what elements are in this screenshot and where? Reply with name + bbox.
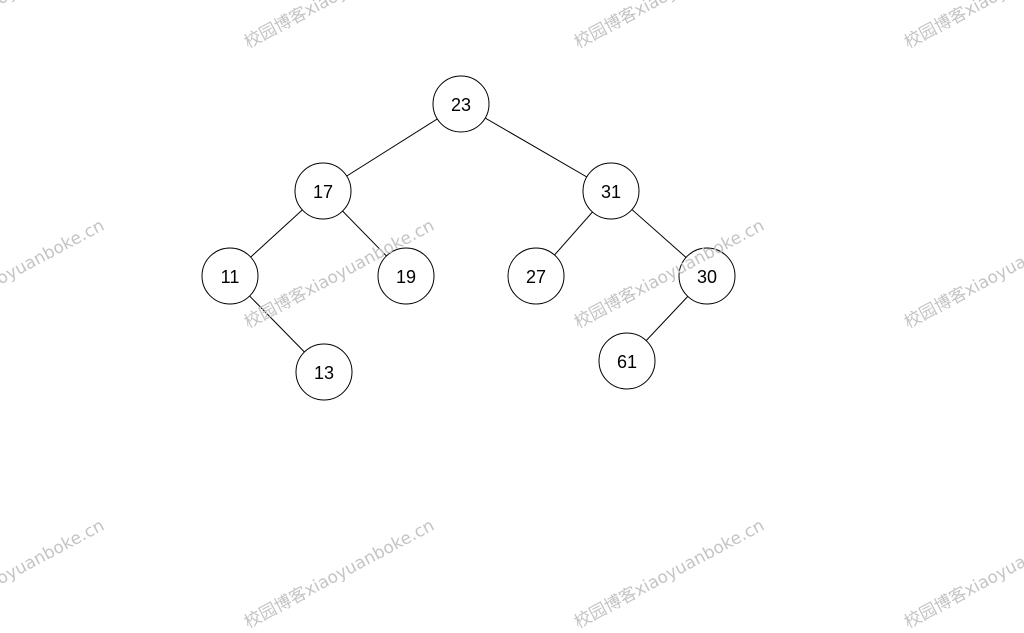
tree-node-31: 31	[582, 162, 640, 220]
binary-tree-diagram: 23 17 31 11 19 27 30 13 61	[201, 75, 736, 401]
tree-node-13: 13	[295, 343, 353, 401]
node-label: 23	[451, 95, 471, 115]
watermark-text: 校园博客xiaoyuanboke.cn	[901, 215, 1024, 333]
node-label: 17	[313, 182, 333, 202]
node-label: 11	[221, 267, 240, 287]
watermark-text: 校园博客xiaoyuanboke.cn	[0, 215, 108, 333]
node-label: 19	[396, 267, 416, 287]
watermark-text: 校园博客xiaoyuanboke.cn	[571, 515, 768, 633]
node-circle	[201, 247, 259, 305]
node-label: 61	[617, 352, 637, 372]
watermark-text: 校园博客xiaoyuanboke.cn	[571, 0, 768, 53]
tree-node-19: 19	[377, 247, 435, 305]
tree-node-30: 30	[678, 247, 736, 305]
watermark-text: 校园博客xiaoyuanboke.cn	[0, 0, 108, 53]
node-circle	[507, 247, 565, 305]
node-circle	[598, 332, 656, 390]
node-circle	[678, 247, 736, 305]
tree-node-61: 61	[598, 332, 656, 390]
tree-node-27: 27	[507, 247, 565, 305]
node-label: 13	[314, 363, 334, 383]
watermark-text: 校园博客xiaoyuanboke.cn	[241, 515, 438, 633]
node-label: 27	[526, 267, 546, 287]
edge-23-31	[460, 103, 612, 192]
node-label: 31	[601, 182, 621, 202]
node-circle	[295, 343, 353, 401]
tree-nodes: 23 17 31 11 19 27 30 13 61	[201, 75, 736, 401]
node-circle	[294, 162, 352, 220]
watermark-text: 校园博客xiaoyuanboke.cn	[241, 215, 438, 333]
watermark-text: 校园博客xiaoyuanboke.cn	[901, 0, 1024, 53]
node-circle	[432, 75, 490, 133]
tree-node-11: 11	[201, 247, 259, 305]
node-circle	[377, 247, 435, 305]
node-circle	[582, 162, 640, 220]
watermark-text: 校园博客xiaoyuanboke.cn	[241, 0, 438, 53]
watermark-text: 校园博客xiaoyuanboke.cn	[0, 515, 108, 633]
watermark-text: 校园博客xiaoyuanboke.cn	[901, 515, 1024, 633]
node-label: 30	[697, 267, 717, 287]
watermark-text: 校园博客xiaoyuanboke.cn	[571, 215, 768, 333]
tree-node-23: 23	[432, 75, 490, 133]
tree-node-17: 17	[294, 162, 352, 220]
